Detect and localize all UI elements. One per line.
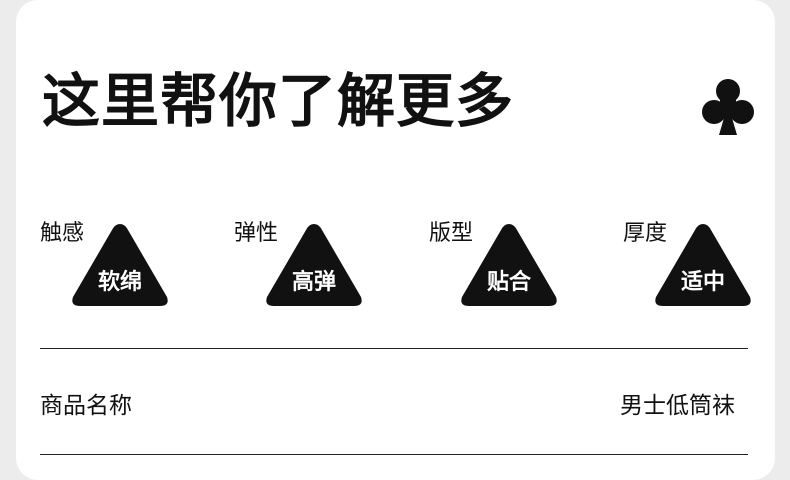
product-name-label: 商品名称 (40, 393, 132, 419)
attribute-elasticity: 弹性 高弹 (234, 220, 384, 312)
attribute-touch: 触感 软绵 (40, 220, 190, 312)
attribute-label: 触感 (40, 221, 85, 246)
attribute-label: 版型 (429, 221, 474, 246)
product-name-value: 男士低筒袜 (620, 393, 735, 419)
attribute-badge: 贴合 (459, 220, 559, 308)
page-title: 这里帮你了解更多 (42, 67, 515, 135)
attribute-value: 适中 (680, 270, 725, 295)
info-card: 这里帮你了解更多 触感 软绵 弹性 高弹 版型 贴合 (16, 0, 775, 480)
attribute-value: 高弹 (291, 270, 336, 295)
attribute-label: 弹性 (234, 221, 279, 246)
attribute-badge: 高弹 (264, 220, 364, 308)
triangle-badge-icon (461, 224, 557, 306)
triangle-badge-icon (72, 224, 168, 306)
divider (40, 454, 748, 455)
attribute-thickness: 厚度 适中 (623, 220, 773, 312)
divider (40, 348, 748, 349)
attribute-badge: 软绵 (70, 220, 170, 308)
attribute-fit: 版型 贴合 (429, 220, 579, 312)
triangle-badge-icon (266, 224, 362, 306)
club-suit-icon (702, 79, 754, 135)
attribute-label: 厚度 (623, 221, 668, 246)
attribute-value: 软绵 (97, 270, 142, 295)
attribute-value: 贴合 (486, 270, 531, 295)
attribute-badge: 适中 (653, 220, 753, 308)
triangle-badge-icon (655, 224, 751, 306)
